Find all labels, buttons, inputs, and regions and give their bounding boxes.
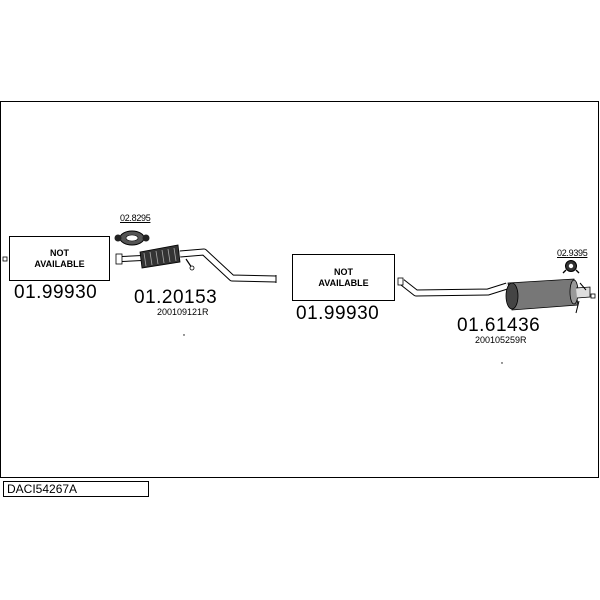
not-available-box-left[interactable]: NOT AVAILABLE xyxy=(9,236,110,281)
part-code-middle-na[interactable]: 01.99930 xyxy=(296,303,380,324)
intermediate-pipe-icon[interactable] xyxy=(397,277,509,297)
gasket-kit-code[interactable]: 02.8295 xyxy=(120,213,151,223)
part-code-rear-silencer[interactable]: 01.61436 xyxy=(457,315,541,336)
part-code-front-pipe[interactable]: 01.20153 xyxy=(134,287,218,308)
front-pipe-icon[interactable] xyxy=(115,244,277,283)
diagram-frame xyxy=(0,101,599,478)
gasket-kit-icon[interactable] xyxy=(114,230,150,246)
not-available-line1: NOT xyxy=(334,266,353,277)
not-available-box-middle[interactable]: NOT AVAILABLE xyxy=(292,254,395,301)
oem-code-rear-silencer: 200105259R xyxy=(475,335,527,345)
not-available-line2: AVAILABLE xyxy=(34,258,85,269)
hanger-code[interactable]: 02.9395 xyxy=(557,248,588,258)
not-available-line2: AVAILABLE xyxy=(318,277,369,288)
rubber-hanger-icon[interactable] xyxy=(562,260,580,274)
reference-label: DACI54267A xyxy=(3,481,149,497)
right-edge-marker xyxy=(590,293,596,299)
oem-code-front-pipe: 200109121R xyxy=(157,307,209,317)
part-code-left-na[interactable]: 01.99930 xyxy=(14,282,98,303)
rear-silencer-icon[interactable] xyxy=(505,278,591,314)
not-available-line1: NOT xyxy=(50,247,69,258)
left-edge-marker xyxy=(2,256,8,262)
